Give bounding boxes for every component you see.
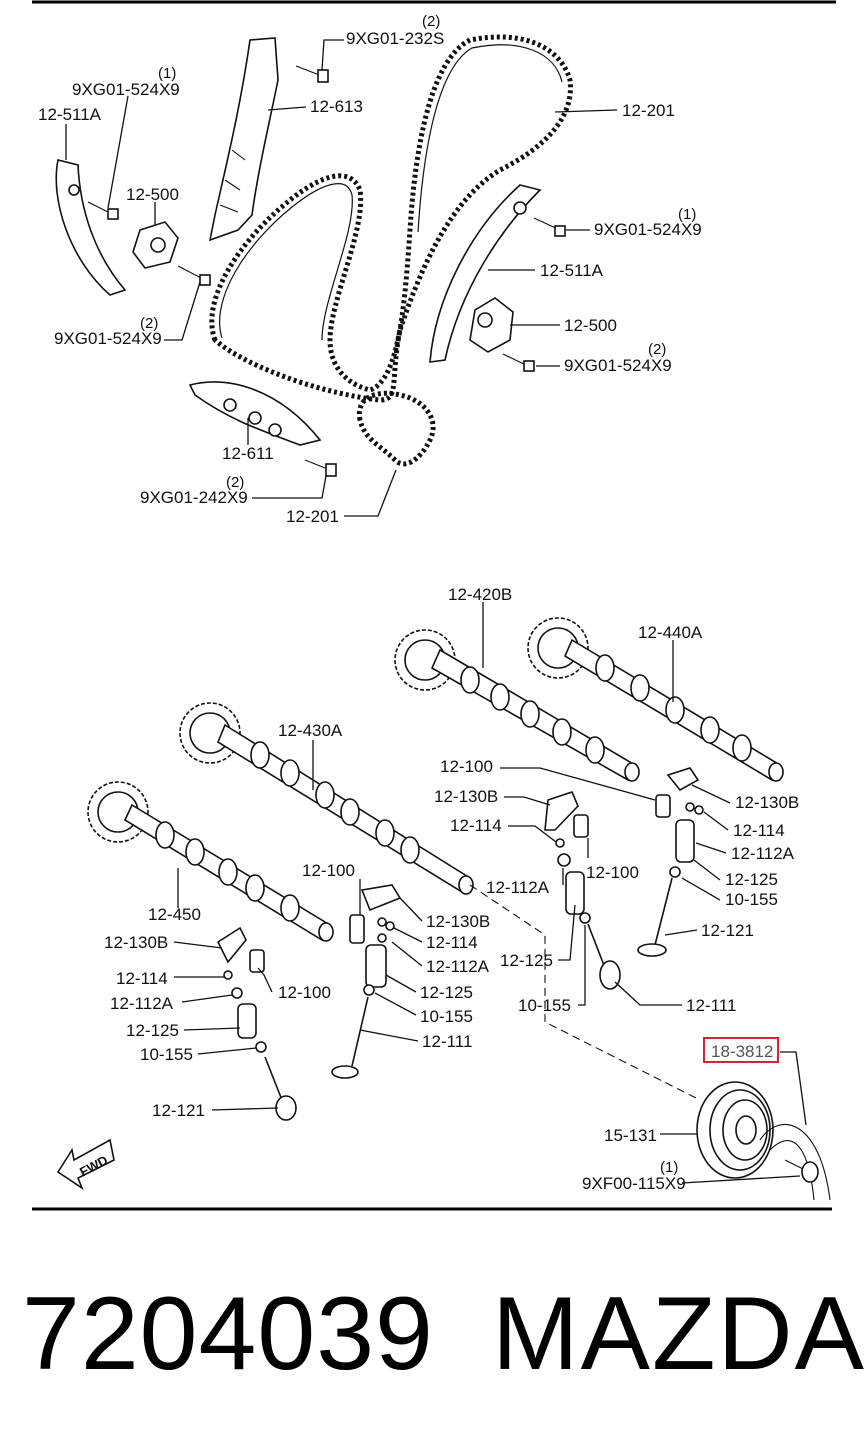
label-spring-c: 12-125 (420, 983, 473, 1002)
fwd-arrow-icon: FWD (56, 1138, 115, 1191)
bolt-top (295, 65, 329, 83)
bolt-pulley (784, 1159, 819, 1183)
label-clip-c: 12-114 (426, 933, 478, 952)
bolt-lower (304, 459, 337, 477)
label-seal-right: 10-155 (725, 890, 778, 909)
top-leaders (65, 39, 618, 517)
label-arm-mid: 12-130B (434, 787, 498, 806)
label-valve-m: 12-111 (686, 996, 736, 1015)
label-cam-430a: 12-430A (278, 721, 343, 740)
label-bolt-tensioner-right: 9XG01-524X9 (564, 356, 672, 375)
label-cam-450: 12-450 (148, 905, 201, 924)
label-lifter-l: 12-100 (278, 983, 331, 1002)
crank-pulley (696, 1081, 831, 1201)
label-spring-l: 12-125 (126, 1021, 179, 1040)
bolt-left-guide (87, 201, 119, 220)
label-valve-c: 12-111 (422, 1032, 472, 1051)
valvetrain-center (331, 884, 402, 1079)
label-tensioner-left: 12-500 (126, 185, 179, 204)
qty-bolt-tensioner-right: (2) (648, 341, 666, 358)
camshaft-420b (394, 629, 640, 782)
label-seat-mid: 12-112A (486, 878, 550, 897)
label-arm-right: 12-130B (735, 793, 799, 812)
label-clip-l: 12-114 (116, 969, 168, 988)
label-spring-m: 12-125 (500, 951, 553, 970)
label-seat-c: 12-112A (426, 957, 490, 976)
valvetrain-center-mid (544, 791, 621, 990)
timing-chain-group (209, 34, 573, 467)
label-cam-420b: 12-420B (448, 585, 512, 604)
label-chain-lower: 12-201 (286, 507, 339, 526)
label-guide-left: 12-511A (38, 105, 102, 124)
camshaft-450 (87, 781, 334, 942)
tensioner-right (469, 297, 514, 353)
timing-chain-lower (356, 390, 436, 467)
label-lash-mid: 12-100 (586, 863, 639, 882)
label-valve-right: 12-121 (701, 921, 754, 940)
qty-bolt-lower: (2) (226, 474, 244, 491)
qty-bolt-guide-right: (1) (678, 206, 696, 223)
label-guide-right: 12-511A (540, 261, 604, 280)
label-arm-c: 12-130B (426, 912, 490, 931)
valvetrain-right (637, 767, 704, 957)
label-seat-right: 12-112A (731, 844, 795, 863)
label-seal-c: 10-155 (420, 1007, 473, 1026)
valvetrain-left (216, 926, 297, 1121)
label-lifter-c: 12-100 (302, 861, 355, 880)
label-bolt-lower: 9XG01-242X9 (140, 488, 248, 507)
bolt-right-guide (533, 217, 566, 237)
label-spring-right: 12-125 (725, 870, 778, 889)
label-valve-l: 12-121 (152, 1101, 205, 1120)
label-clip-right: 12-114 (733, 821, 785, 840)
bolt-left-tensioner (177, 265, 211, 286)
label-arm-l: 12-130B (104, 933, 168, 952)
label-guide-top: 12-613 (310, 97, 363, 116)
label-bolt-guide-left: 9XG01-524X9 (72, 80, 180, 99)
camshaft-430a (179, 702, 474, 895)
chain-guide-left (55, 159, 127, 296)
part-number: 7204039 (22, 1276, 434, 1392)
qty-bolt-pulley: (1) (660, 1159, 678, 1176)
bottom-leaders (173, 602, 807, 1184)
highlight-box (703, 1037, 779, 1063)
label-bolt-guide-right: 9XG01-524X9 (594, 220, 702, 239)
label-guide-lower: 12-611 (222, 444, 274, 463)
label-lifter-mid: 12-100 (440, 757, 493, 776)
label-seal-l: 10-155 (140, 1045, 193, 1064)
label-cam-440a: 12-440A (638, 623, 703, 642)
chain-guide-top (208, 37, 279, 242)
qty-bolt-guide-left: (1) (158, 65, 176, 82)
label-chain-upper: 12-201 (622, 101, 675, 120)
qty-bolt-top: (2) (422, 13, 440, 30)
camshaft-440a (527, 617, 784, 782)
label-bolt-top: 9XG01-232S (346, 29, 444, 48)
label-bolt-tensioner-left: 9XG01-524X9 (54, 329, 162, 348)
alignment-dashed-line (469, 884, 701, 1101)
label-bolt-pulley: 9XF00-115X9 (582, 1174, 686, 1193)
chain-guide-right (429, 184, 542, 363)
label-seat-l: 12-112A (110, 994, 174, 1013)
bolt-right-tensioner (502, 353, 535, 372)
label-pulley: 15-131 (604, 1126, 657, 1145)
label-seal-m: 10-155 (518, 996, 571, 1015)
label-tensioner-right: 12-500 (564, 316, 617, 335)
brand-name: MAZDA (492, 1276, 864, 1392)
label-clip-mid: 12-114 (450, 816, 502, 835)
label-highlight: 18-3812 (711, 1042, 773, 1061)
qty-bolt-tensioner-left: (2) (140, 315, 158, 332)
timing-chain-upper (209, 34, 573, 403)
